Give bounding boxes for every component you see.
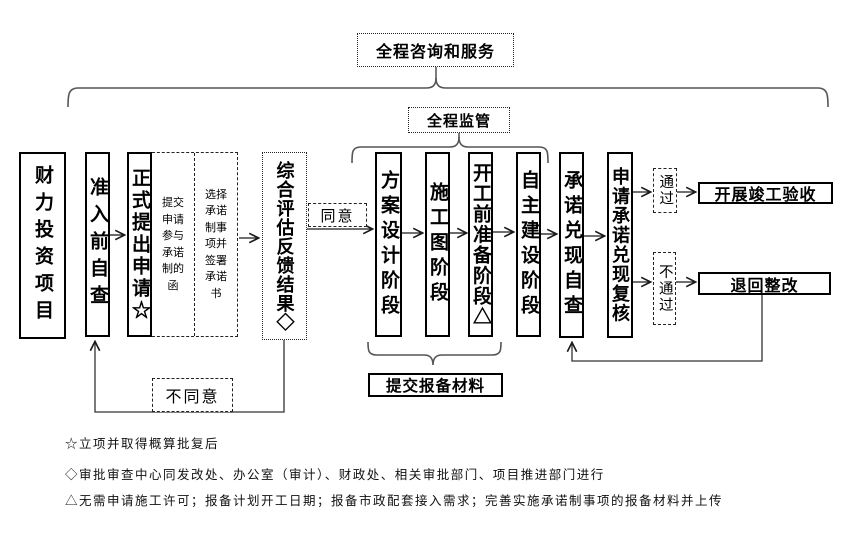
footnote-diamond: ◇审批审查中心同发改处、办公室（审计）、财政处、相关审批部门、项目推进部门进行 — [65, 468, 605, 482]
feedback-line-rework — [572, 295, 763, 362]
footnote-star: ☆立项并取得概算批复后 — [65, 437, 220, 451]
supervise-box: 全程监管 — [408, 107, 510, 133]
supervise-label: 全程监管 — [426, 112, 491, 130]
node-fail: 不通过 — [653, 252, 676, 325]
node-stage-prep: 开工前准备阶段△ — [468, 152, 493, 337]
feedback-line-disagree — [95, 340, 285, 413]
node-stage-design: 方案设计阶段 — [375, 152, 402, 337]
node-evaluation-label: 综合评估反馈结果◇ — [274, 160, 295, 332]
node-fail-label: 不通过 — [656, 263, 673, 314]
node-stage-design-label: 方案设计阶段 — [378, 169, 399, 320]
node-promise-review: 申请承诺兑现复核 — [607, 152, 633, 338]
node-acceptance: 开展竣工验收 — [698, 182, 833, 204]
select-items-label: 选择承诺制事项并签署承诺书 — [205, 188, 227, 300]
node-rework-label: 退回整改 — [730, 277, 799, 295]
consult-service-box: 全程咨询和服务 — [357, 33, 514, 67]
node-formal-apply: 正式提出申请☆ — [127, 152, 152, 337]
commitment-cell-letter: 提交申请参与承诺制的函 — [152, 153, 194, 336]
node-submit-materials: 提交报备材料 — [368, 373, 503, 397]
node-agree-label: 同意 — [320, 208, 355, 225]
node-disagree-label: 不同意 — [165, 389, 220, 406]
node-self-check: 准入前自查 — [85, 152, 110, 337]
node-agree: 同意 — [308, 203, 367, 227]
commitment-cell-select: 选择承诺制事项并签署承诺书 — [194, 153, 237, 336]
node-promise-self-check-label: 承诺兑现自查 — [561, 170, 582, 320]
footnote-triangle: △无需申请施工许可；报备计划开工日期；报备市政配套接入需求；完善实施承诺制事项的… — [65, 494, 724, 508]
node-pass-label: 通过 — [657, 174, 674, 207]
node-promise-review-label: 申请承诺兑现复核 — [610, 167, 630, 323]
node-rework: 退回整改 — [698, 272, 831, 295]
node-project-label: 财力投资项目 — [32, 164, 53, 327]
node-pass: 通过 — [653, 168, 677, 213]
node-evaluation: 综合评估反馈结果◇ — [262, 152, 307, 340]
node-formal-apply-label: 正式提出申请☆ — [129, 167, 150, 322]
materials-brace — [367, 341, 502, 366]
consult-brace — [67, 77, 829, 108]
node-stage-build: 自主建设阶段 — [516, 152, 541, 337]
node-stage-drawing: 施工图阶段 — [425, 152, 450, 337]
node-stage-drawing-label: 施工图阶段 — [427, 182, 448, 307]
node-submit-materials-label: 提交报备材料 — [385, 378, 485, 395]
node-stage-build-label: 自主建设阶段 — [518, 169, 539, 320]
node-disagree: 不同意 — [152, 378, 233, 412]
commitment-group: 提交申请参与承诺制的函 选择承诺制事项并签署承诺书 — [152, 152, 238, 337]
node-acceptance-label: 开展竣工验收 — [714, 187, 817, 204]
consult-service-label: 全程咨询和服务 — [375, 44, 495, 61]
node-project: 财力投资项目 — [19, 152, 66, 339]
node-stage-prep-label: 开工前准备阶段△ — [470, 162, 491, 327]
node-promise-self-check: 承诺兑现自查 — [559, 152, 584, 338]
node-self-check-label: 准入前自查 — [87, 177, 108, 312]
submit-letter-label: 提交申请参与承诺制的函 — [162, 197, 184, 292]
